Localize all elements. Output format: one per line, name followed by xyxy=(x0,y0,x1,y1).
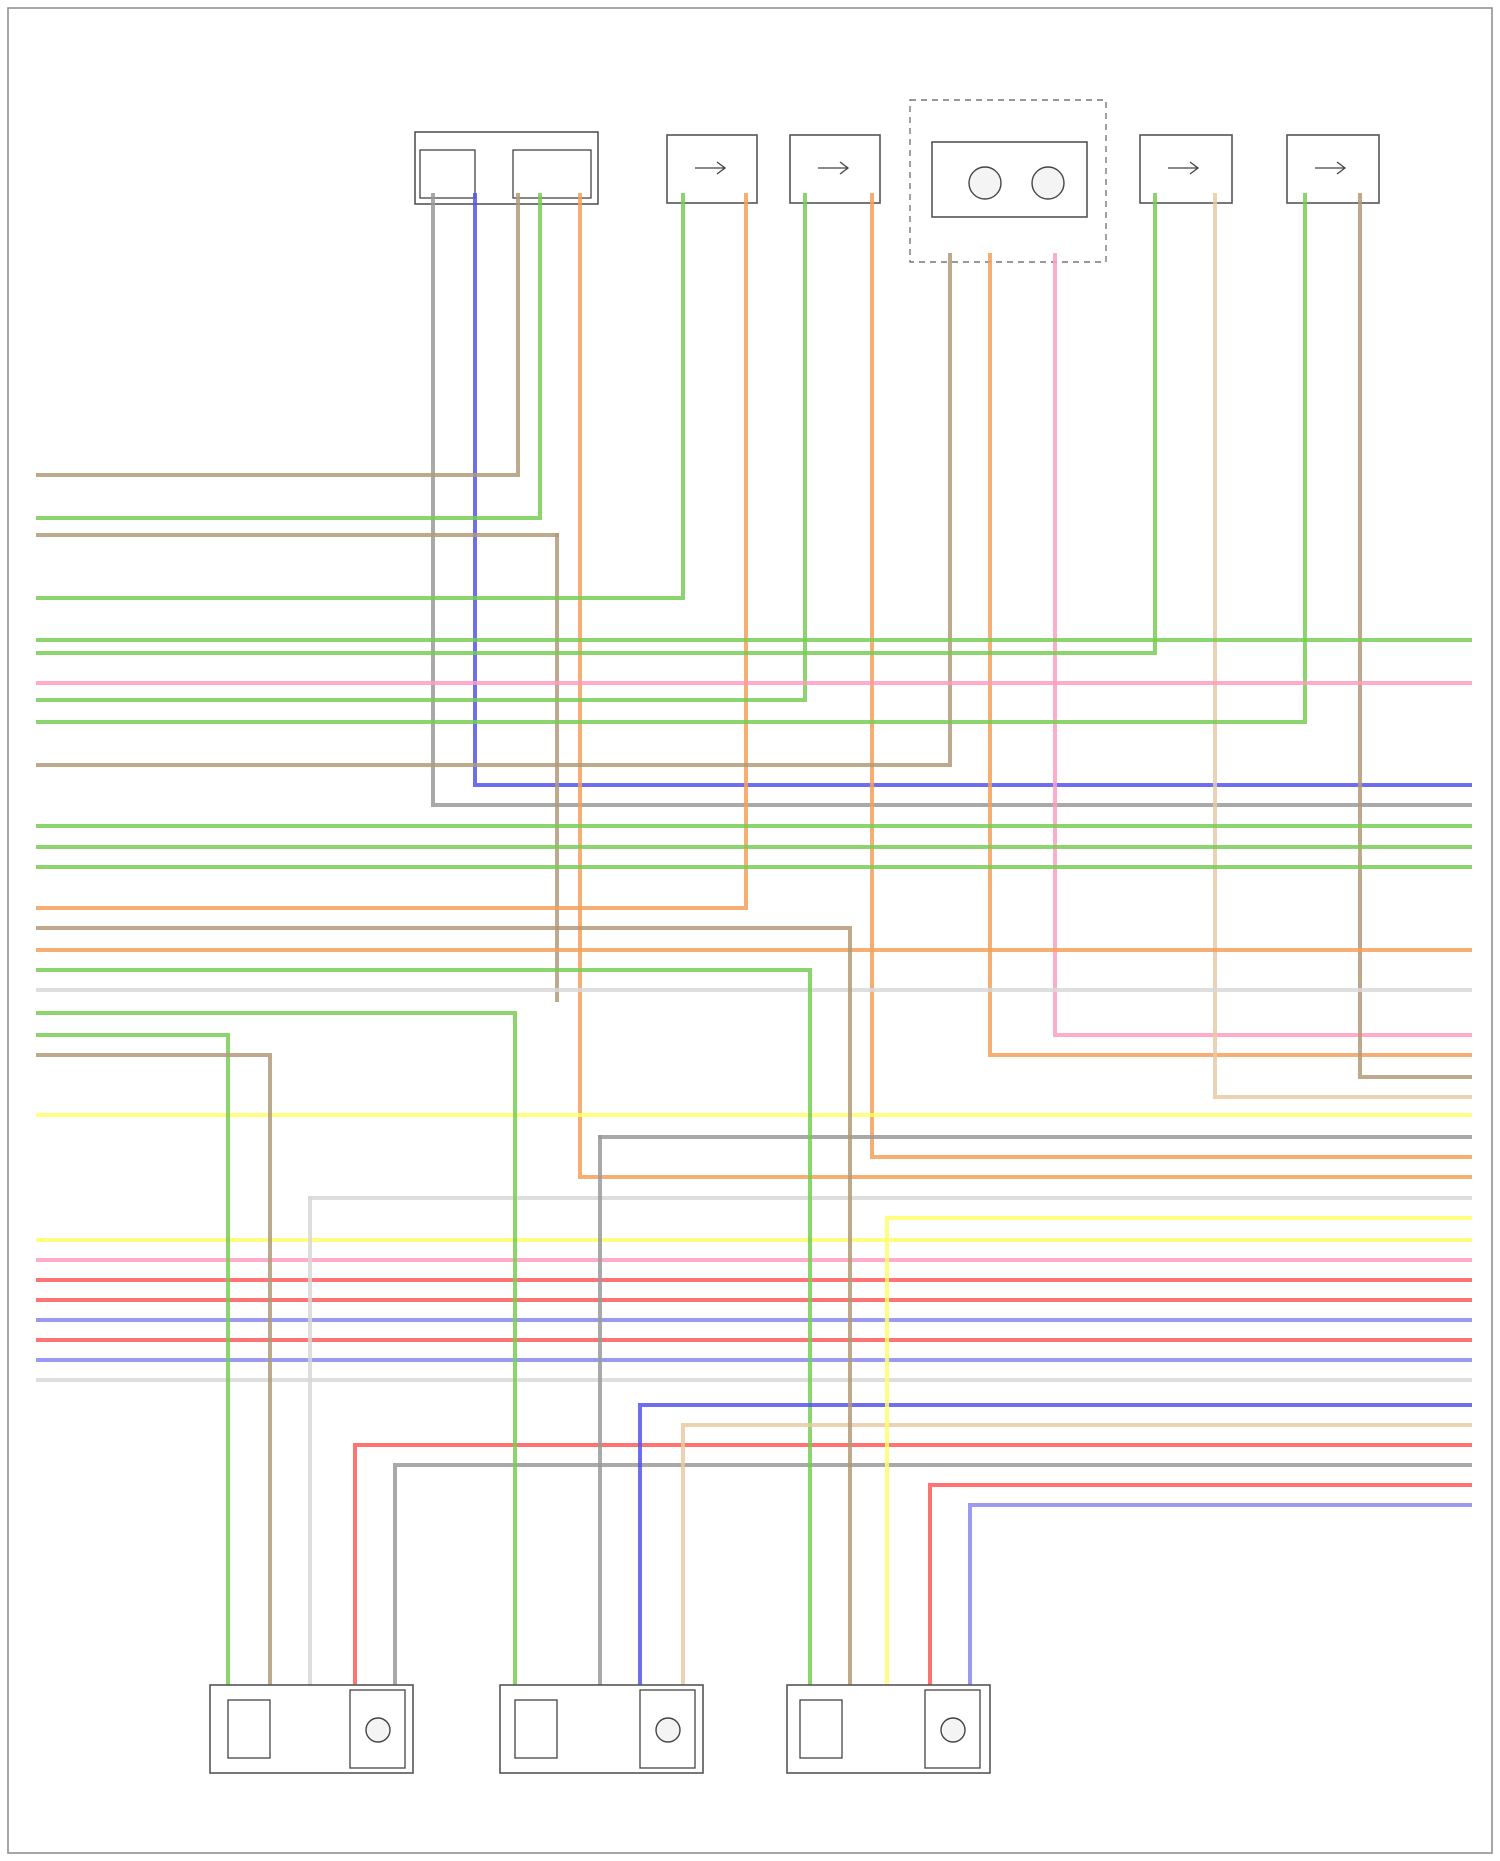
bottom-component-3 xyxy=(787,1685,990,1773)
top-component-3 xyxy=(790,135,880,203)
wire-orange-2 xyxy=(38,195,746,908)
bottom-component-1 xyxy=(210,1685,413,1773)
top-component-5 xyxy=(1140,135,1232,203)
diagram-frame xyxy=(8,8,1492,1853)
wire-brown-3 xyxy=(38,255,950,765)
wire-brown-down-1 xyxy=(38,1055,270,1690)
wire-red-down-1 xyxy=(355,1445,1470,1690)
wire-pink-1 xyxy=(1055,255,1470,1035)
wire-green-2 xyxy=(38,195,683,598)
wire-green-3 xyxy=(38,195,805,700)
top-component-4 xyxy=(910,100,1106,262)
wire-brown-down-2 xyxy=(38,928,850,1690)
wire-blue-down-1 xyxy=(640,1405,1470,1690)
wire-green-5 xyxy=(38,195,1305,722)
wire-gray-down-1 xyxy=(395,1465,1470,1690)
wire-green-down-3 xyxy=(38,970,810,1690)
wire-tan-2 xyxy=(1360,195,1470,1077)
wire-yellow-down-1 xyxy=(887,1218,1470,1690)
top-component-2 xyxy=(667,135,757,203)
wire-tan-1 xyxy=(1215,195,1470,1097)
wire-green-4 xyxy=(38,195,1155,653)
bottom-component-2 xyxy=(500,1685,703,1773)
wire-red-down-2 xyxy=(930,1485,1470,1690)
wire-group xyxy=(38,195,1470,1690)
top-component-6 xyxy=(1287,135,1379,203)
wire-violet-down-1 xyxy=(970,1505,1470,1690)
wire-blue-1 xyxy=(475,195,1470,785)
wire-green-1 xyxy=(38,195,540,518)
wire-orange-3 xyxy=(872,195,1470,1157)
wire-brown-1 xyxy=(38,195,518,475)
wire-orange-1 xyxy=(580,195,1470,1177)
top-component-1 xyxy=(415,132,598,204)
wire-green-down-1 xyxy=(38,1035,228,1690)
